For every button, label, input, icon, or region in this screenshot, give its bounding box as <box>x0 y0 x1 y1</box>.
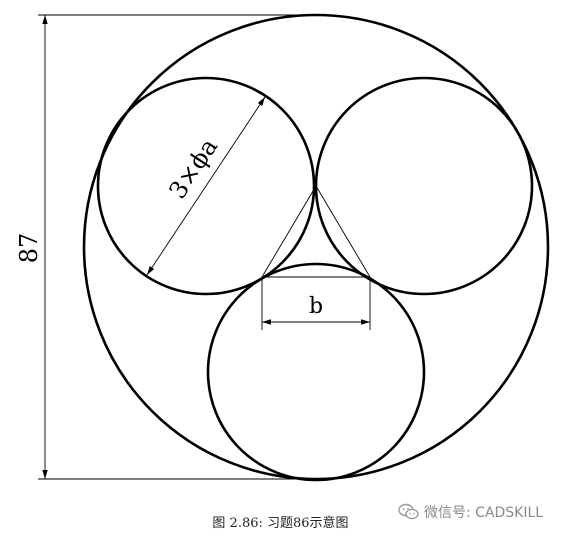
diameter-dimension-label: 3×ϕa <box>163 133 223 204</box>
watermark: 微信号: CADSKILL <box>398 502 543 522</box>
inner-circle-bottom <box>206 262 426 482</box>
figure-caption: 图 2.86: 习题86示意图 <box>212 516 349 531</box>
construction-line-left <box>261 185 317 278</box>
height-dimension-label: 87 <box>15 233 43 264</box>
watermark-text: 微信号: CADSKILL <box>424 505 544 521</box>
construction-line-right <box>315 185 371 278</box>
inner-circle-top-right <box>314 76 534 296</box>
diameter-dimension-line <box>146 96 266 276</box>
outer-circle <box>82 13 550 481</box>
inner-circle-top-left <box>96 76 316 296</box>
b-dimension-label: b <box>309 294 323 319</box>
wechat-icon <box>398 503 419 520</box>
